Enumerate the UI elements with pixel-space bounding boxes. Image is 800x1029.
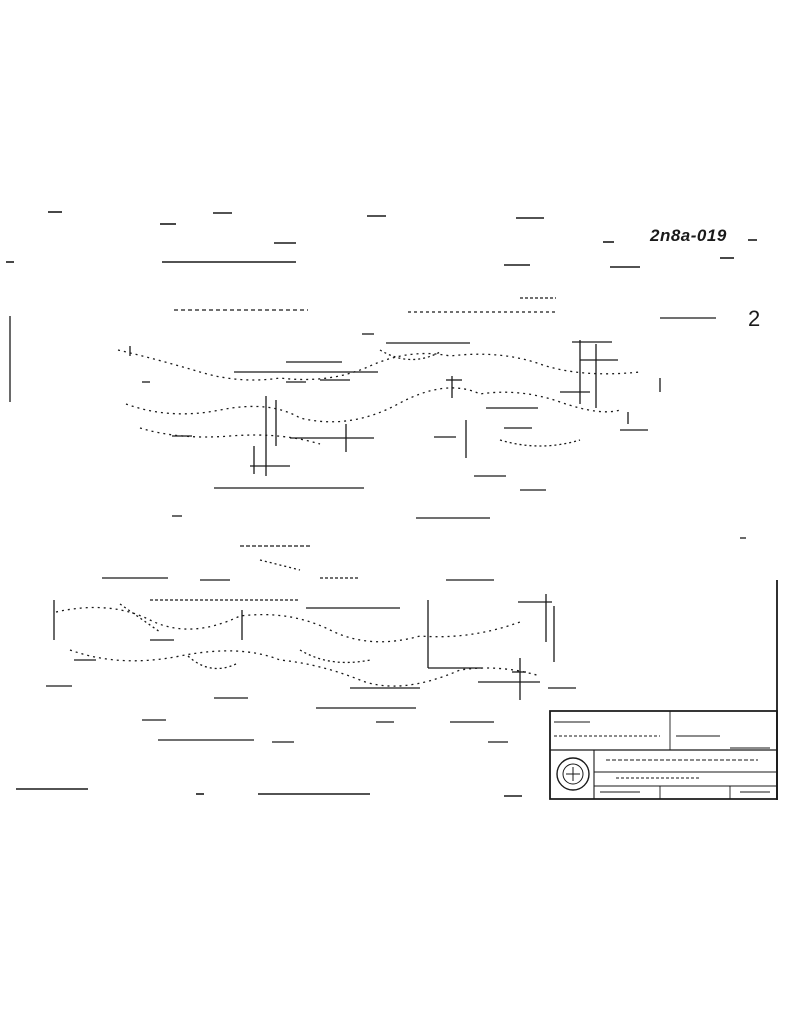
lower-view [46,538,746,742]
header-rule-fragments [6,212,757,267]
drawing-number: 2n8a-019 [650,226,727,245]
sheet-number: 2 [748,306,761,331]
upper-view [10,298,716,518]
bottom-rule-fragments [16,789,522,796]
title-block [550,580,777,800]
company-seal-icon [557,758,589,790]
